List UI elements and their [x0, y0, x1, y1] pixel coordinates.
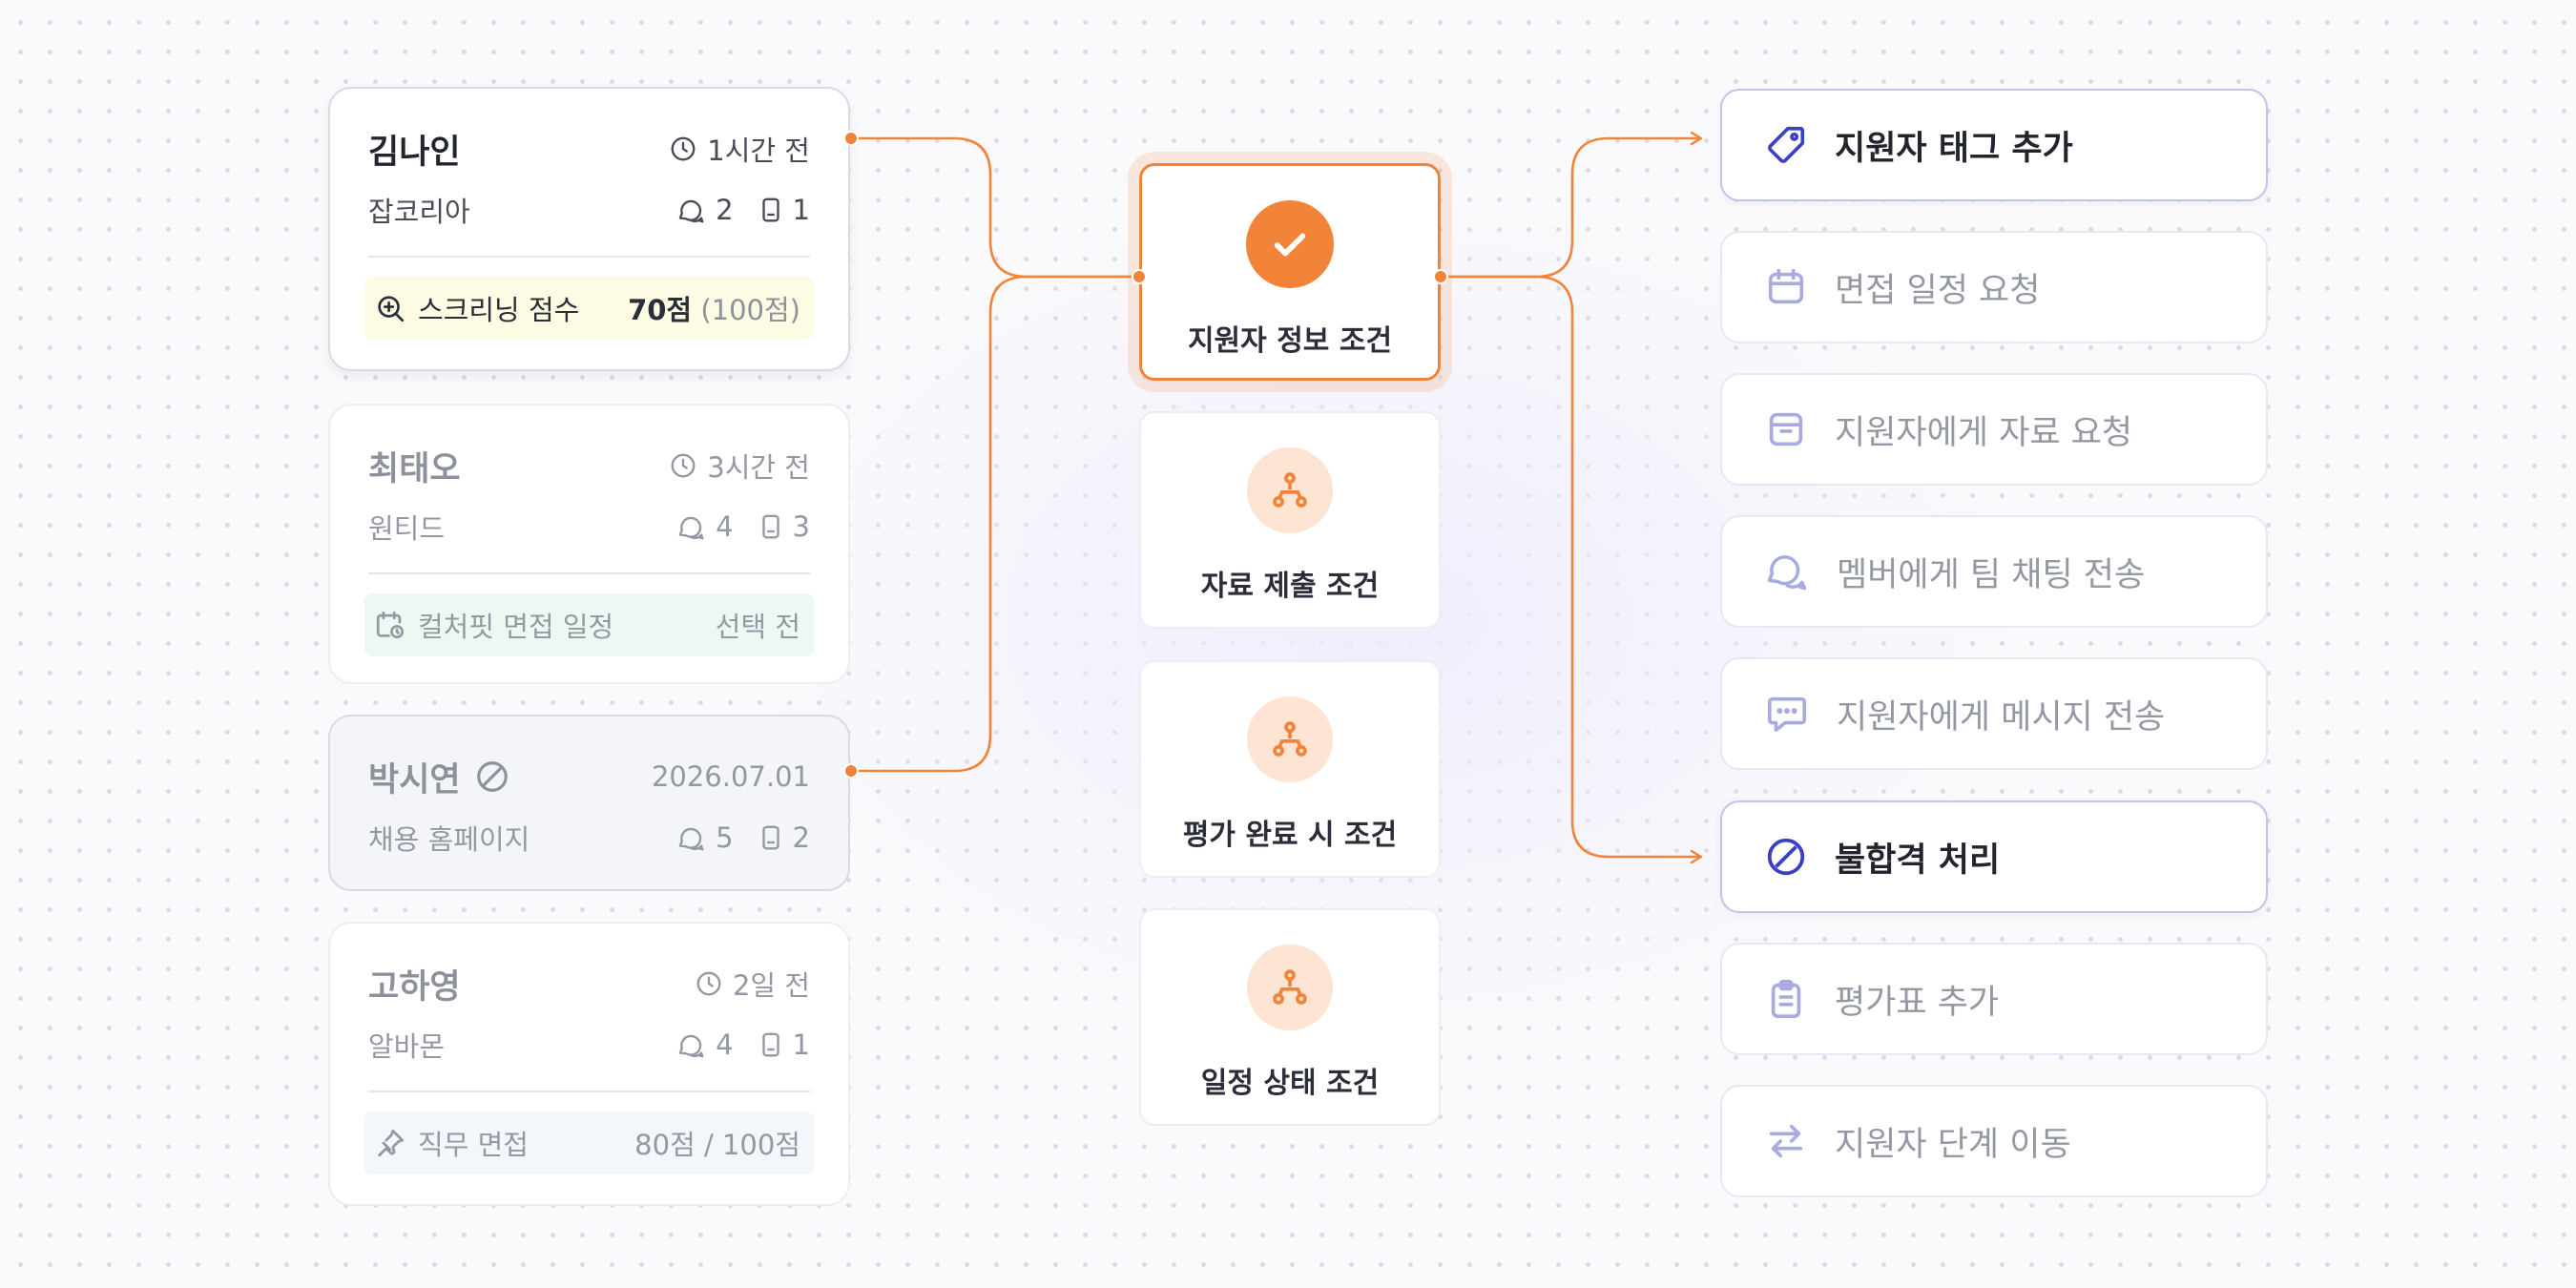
- ban-icon: [474, 758, 510, 795]
- branch-icon: [1247, 447, 1333, 533]
- condition-label: 평가 완료 시 조건: [1182, 819, 1398, 852]
- condition-node[interactable]: 자료 제출 조건: [1139, 411, 1441, 629]
- candidate-date: 2026.07.01: [651, 760, 810, 793]
- chat-bubbles-icon: [1764, 550, 1810, 593]
- document-icon: [758, 512, 783, 541]
- document-icon: [758, 823, 783, 852]
- comment-icon: [675, 512, 706, 541]
- calendar-clock-icon: [374, 609, 406, 641]
- clock-icon: [695, 969, 723, 998]
- candidate-time: 1시간 전: [707, 135, 810, 167]
- output-handle[interactable]: [1433, 269, 1448, 284]
- comment-icon: [675, 196, 706, 224]
- comment-count: 5: [716, 821, 734, 854]
- candidate-source: 잡코리아: [368, 196, 470, 228]
- candidate-card[interactable]: 김나인 1시간 전 잡코리아 2 1: [328, 87, 850, 371]
- job-interview-row: 직무 면접 80점 / 100점: [364, 1111, 814, 1174]
- condition-node[interactable]: 평가 완료 시 조건: [1139, 660, 1441, 878]
- screening-score: 70점: [628, 294, 693, 326]
- wire-candidate-3: [851, 275, 1139, 773]
- interview-schedule-row: 컬처핏 면접 일정 선택 전: [364, 593, 814, 656]
- job-interview-score: 80점 / 100점: [634, 1129, 800, 1161]
- input-handle[interactable]: [1132, 269, 1147, 284]
- candidate-source: 채용 홈페이지: [368, 823, 530, 856]
- action-add-scorecard[interactable]: 평가표 추가: [1720, 943, 2268, 1055]
- screening-score-row: 스크리닝 점수 70점 (100점): [364, 277, 814, 340]
- candidate-source: 원티드: [368, 512, 446, 545]
- clock-icon: [669, 451, 697, 480]
- candidate-card[interactable]: 고하영 2일 전 알바몬 4 1: [328, 922, 850, 1206]
- file-count: 2: [792, 821, 810, 854]
- condition-label: 지원자 정보 조건: [1187, 324, 1393, 358]
- output-handle[interactable]: [843, 131, 859, 146]
- output-handle[interactable]: [843, 763, 859, 779]
- file-count: 3: [792, 510, 810, 543]
- screening-label: 스크리닝 점수: [418, 294, 580, 326]
- comment-icon: [675, 1030, 706, 1059]
- ban-icon: [1764, 835, 1808, 879]
- candidate-name: 김나인: [368, 133, 461, 172]
- check-icon: [1246, 200, 1334, 288]
- wire-action-tag: [1441, 138, 1700, 279]
- action-label: 지원자에게 자료 요청: [1835, 413, 2133, 452]
- branch-icon: [1247, 696, 1333, 782]
- card-divider: [368, 1091, 810, 1092]
- pin-icon: [374, 1127, 406, 1159]
- clipboard-icon: [1764, 977, 1808, 1021]
- document-icon: [758, 1030, 783, 1059]
- action-move-stage[interactable]: 지원자 단계 이동: [1720, 1085, 2268, 1197]
- action-label: 면접 일정 요청: [1835, 271, 2041, 310]
- comment-count: 4: [716, 1028, 734, 1061]
- search-plus-icon: [374, 292, 406, 324]
- candidate-time: 3시간 전: [707, 451, 810, 484]
- action-label: 평가표 추가: [1835, 983, 2000, 1022]
- action-label: 지원자 태그 추가: [1835, 129, 2073, 168]
- action-label: 멤버에게 팀 채팅 전송: [1837, 555, 2146, 594]
- action-interview-request[interactable]: 면접 일정 요청: [1720, 231, 2268, 343]
- condition-node[interactable]: 일정 상태 조건: [1139, 908, 1441, 1126]
- condition-node-selected[interactable]: 지원자 정보 조건: [1139, 163, 1441, 381]
- action-team-chat[interactable]: 멤버에게 팀 채팅 전송: [1720, 515, 2268, 628]
- action-request-documents[interactable]: 지원자에게 자료 요청: [1720, 373, 2268, 486]
- candidate-name: 박시연: [368, 760, 461, 800]
- card-divider: [368, 572, 810, 574]
- candidate-name: 고하영: [368, 967, 461, 1007]
- wire-candidate-1: [851, 136, 1139, 279]
- condition-label: 자료 제출 조건: [1200, 570, 1380, 603]
- candidate-card-disabled[interactable]: 박시연 2026.07.01 채용 홈페이지 5 2: [328, 715, 850, 891]
- action-send-message[interactable]: 지원자에게 메시지 전송: [1720, 657, 2268, 770]
- candidate-source: 알바몬: [368, 1030, 446, 1063]
- branch-icon: [1247, 945, 1333, 1030]
- condition-label: 일정 상태 조건: [1200, 1067, 1380, 1100]
- candidate-card[interactable]: 최태오 3시간 전 원티드 4 3: [328, 404, 850, 684]
- comment-icon: [675, 823, 706, 852]
- candidate-time: 2일 전: [732, 969, 810, 1002]
- archive-icon: [1764, 407, 1808, 451]
- transfer-arrows-icon: [1764, 1119, 1808, 1163]
- action-label: 지원자 단계 이동: [1835, 1125, 2071, 1164]
- screening-max: (100점): [700, 294, 800, 326]
- document-icon: [758, 196, 783, 224]
- action-reject[interactable]: 불합격 처리: [1720, 800, 2268, 913]
- tag-icon: [1764, 123, 1808, 167]
- job-interview-label: 직무 면접: [418, 1129, 529, 1161]
- file-count: 1: [792, 1028, 810, 1061]
- interview-status: 선택 전: [715, 611, 800, 643]
- calendar-icon: [1764, 265, 1808, 309]
- comment-count: 2: [716, 194, 734, 226]
- action-label: 불합격 처리: [1835, 841, 2001, 880]
- action-label: 지원자에게 메시지 전송: [1837, 697, 2166, 737]
- candidate-name: 최태오: [368, 449, 461, 488]
- file-count: 1: [792, 194, 810, 226]
- action-add-tag[interactable]: 지원자 태그 추가: [1720, 89, 2268, 201]
- wire-action-reject: [1441, 275, 1700, 857]
- interview-label: 컬처핏 면접 일정: [418, 611, 614, 643]
- clock-icon: [669, 135, 697, 163]
- card-divider: [368, 256, 810, 258]
- comment-count: 4: [716, 510, 734, 543]
- message-icon: [1764, 692, 1810, 736]
